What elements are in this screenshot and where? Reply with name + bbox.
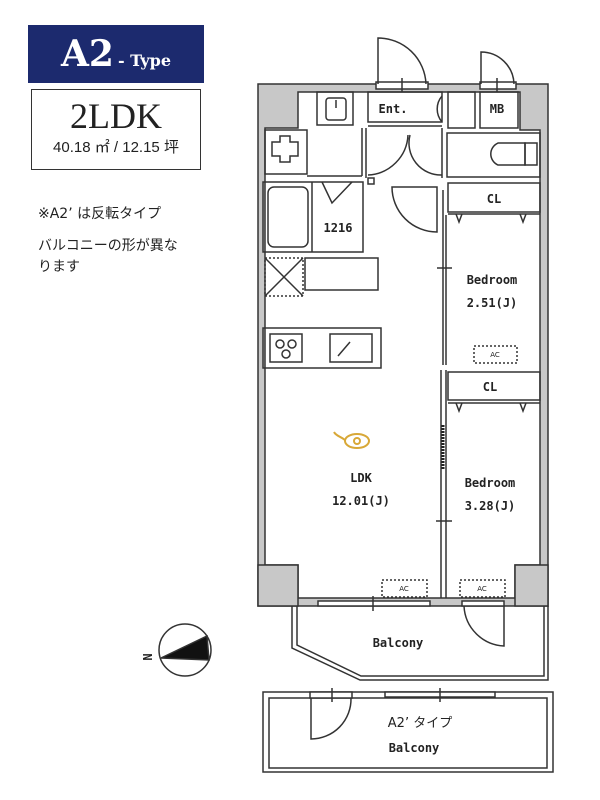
washbasin bbox=[325, 97, 347, 121]
lamp-icon bbox=[333, 431, 370, 449]
bathtub bbox=[267, 186, 309, 248]
label-closet-1: CL bbox=[487, 192, 501, 206]
layout-name: 2LDK bbox=[70, 96, 162, 136]
compass bbox=[158, 623, 212, 677]
type-badge: A2 - Type bbox=[28, 25, 204, 83]
ac-label-1: AC bbox=[490, 351, 500, 359]
label-ldk: LDK bbox=[350, 471, 372, 485]
washer bbox=[264, 129, 308, 175]
mb-door bbox=[480, 51, 515, 85]
label-ldk-size: 12.01(J) bbox=[332, 494, 390, 508]
entrance-door bbox=[377, 37, 427, 85]
toilet bbox=[490, 142, 526, 166]
stove bbox=[269, 333, 303, 363]
ac-unit-3 bbox=[459, 579, 506, 598]
kitchen-counter bbox=[262, 327, 382, 369]
type-sub: - Type bbox=[117, 51, 171, 70]
label-meter-box: MB bbox=[490, 102, 504, 116]
label-bedroom-2-size: 3.28(J) bbox=[465, 499, 516, 513]
label-bedroom-2: Bedroom bbox=[465, 476, 516, 490]
note-line2: バルコニーの形が異な bbox=[38, 238, 178, 254]
type-main: A2 bbox=[60, 33, 114, 75]
balcony-rail bbox=[291, 606, 549, 681]
fridge bbox=[264, 257, 304, 297]
label-bedroom-1-size: 2.51(J) bbox=[467, 296, 518, 310]
sink bbox=[329, 333, 373, 363]
note-line1: ※A2’ は反転タイプ bbox=[38, 206, 162, 222]
label-closet-2: CL bbox=[483, 380, 497, 394]
layout-area: 40.18 ㎡ / 12.15 坪 bbox=[53, 139, 179, 156]
alt-balcony bbox=[262, 691, 554, 773]
label-bedroom-1: Bedroom bbox=[467, 273, 518, 287]
label-entrance: Ent. bbox=[379, 102, 408, 116]
ac-label-2: AC bbox=[399, 585, 409, 593]
ac-unit-1 bbox=[473, 345, 518, 364]
label-bathroom: 1216 bbox=[324, 221, 353, 235]
label-alt-balcony: Balcony bbox=[389, 741, 440, 755]
interior bbox=[265, 92, 298, 128]
ac-unit-2 bbox=[381, 579, 428, 598]
ac-label-3: AC bbox=[477, 585, 487, 593]
compass-north-label: N bbox=[140, 653, 154, 660]
label-alt-type: A2’ タイプ bbox=[388, 716, 452, 731]
note-line3: ります bbox=[38, 259, 80, 275]
label-balcony: Balcony bbox=[373, 636, 424, 650]
layout-box: 2LDK 40.18 ㎡ / 12.15 坪 bbox=[31, 89, 201, 170]
